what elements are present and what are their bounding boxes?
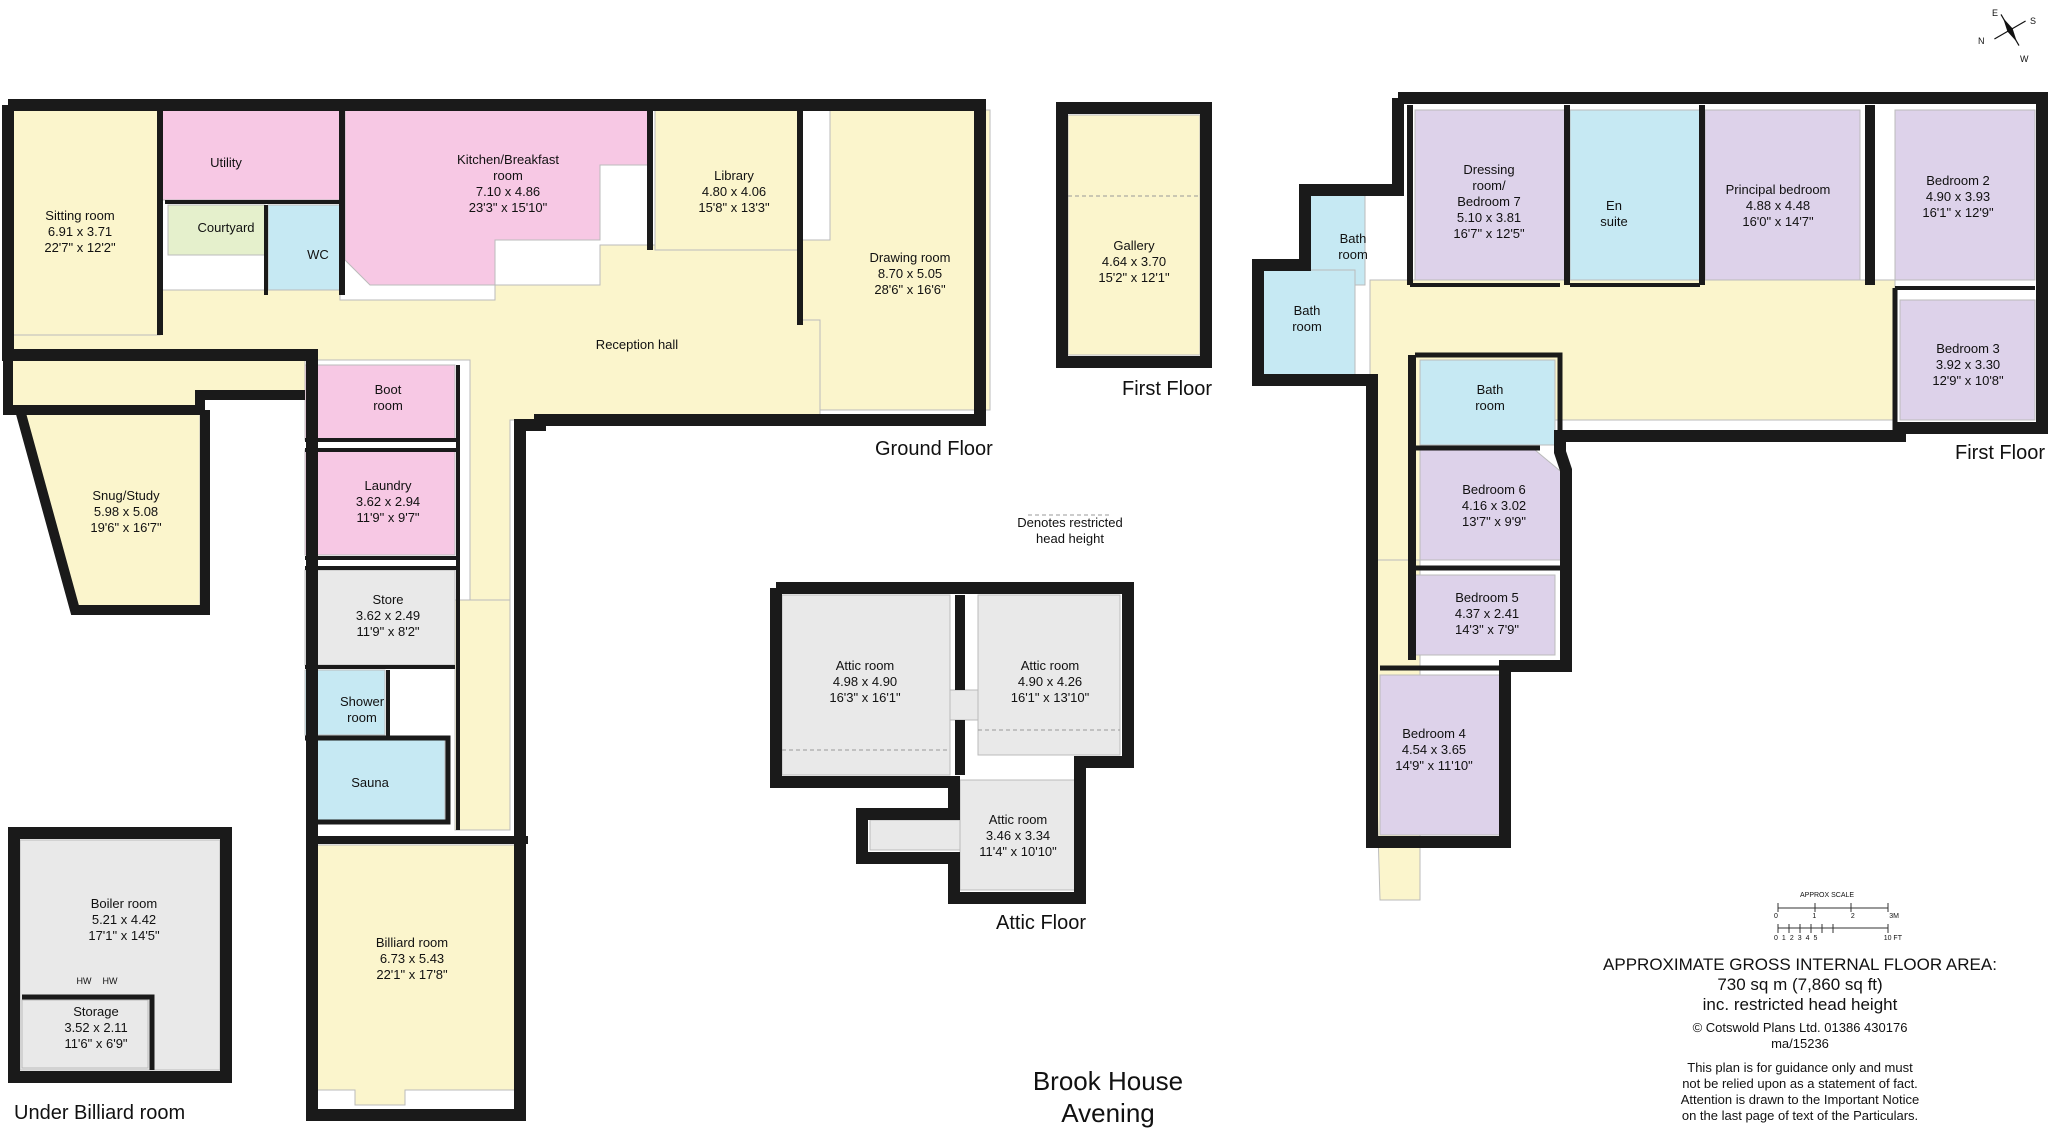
gallery-floor — [1056, 102, 1212, 368]
compass-e: E — [1992, 8, 1999, 18]
en-suite-fill — [1569, 109, 1701, 281]
attic-landing-fill — [949, 689, 979, 721]
ground-floor — [9, 109, 991, 1106]
compass-w: W — [2020, 54, 2029, 64]
under-billiard-label: Under Billiard room — [14, 1102, 186, 1124]
hw-1-label: HW — [76, 976, 92, 986]
scale-bar — [1777, 903, 1889, 933]
attic-floor — [770, 514, 1134, 904]
sauna-label: Sauna — [351, 775, 389, 790]
ground-floor-label: Ground Floor — [875, 438, 993, 460]
scale-title: APPROX SCALE — [1800, 892, 1855, 899]
hw-2-label: HW — [102, 976, 118, 986]
utility-fill — [159, 109, 341, 201]
shower-fill — [304, 669, 386, 736]
storage-fill — [21, 999, 149, 1069]
compass — [1994, 14, 2026, 46]
gallery-fill — [1067, 114, 1201, 356]
first-floor-label: First Floor — [1955, 442, 2045, 464]
utility-label: Utility — [210, 155, 242, 170]
reception-hall-label: Reception hall — [595, 337, 679, 352]
courtyard-label: Courtyard — [197, 220, 255, 235]
wc-label: WC — [307, 247, 329, 262]
under-billiard-floor — [8, 827, 232, 1083]
bedroom2-fill — [1894, 109, 2036, 281]
first-floor — [1252, 92, 2048, 901]
compass-n: N — [1978, 36, 1985, 46]
floor-area-info: APPROXIMATE GROSS INTERNAL FLOOR AREA: 7… — [1603, 955, 1997, 1014]
attic-floor-label: Attic Floor — [996, 912, 1087, 934]
corridor-fill — [454, 599, 511, 831]
notice-info: This plan is for guidance only and must … — [1680, 1060, 1920, 1123]
copyright-info: © Cotswold Plans Ltd. 01386 430176 ma/15… — [1692, 1020, 1908, 1051]
compass-s: S — [2030, 16, 2037, 26]
wc-fill — [267, 204, 341, 296]
attic-stair-fill — [869, 819, 961, 851]
bedroom3-fill — [1899, 299, 2036, 421]
ground-floor-walls — [2, 99, 986, 1121]
first-floor-gallery-label: First Floor — [1122, 378, 1212, 400]
